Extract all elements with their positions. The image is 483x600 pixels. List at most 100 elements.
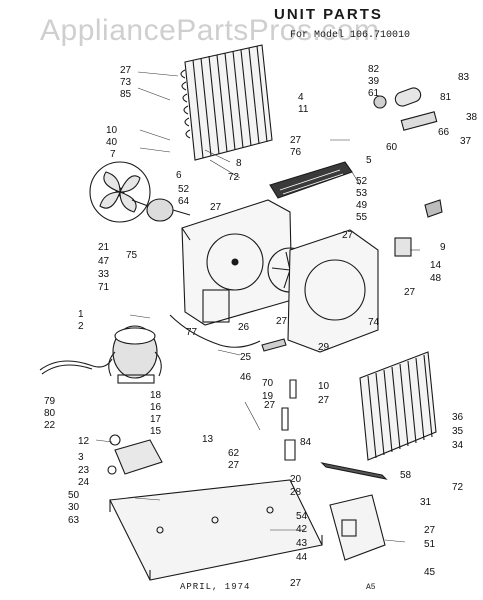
callout: 73 — [120, 77, 132, 88]
callout: 21 — [98, 242, 110, 253]
compressor-mount — [107, 434, 163, 475]
callout: 40 — [106, 137, 118, 148]
tubing — [281, 379, 297, 461]
callout: 27 — [318, 395, 330, 406]
callout: 48 — [430, 273, 442, 284]
callout: 7 — [110, 149, 116, 160]
control-knob — [373, 95, 387, 109]
callout: 13 — [202, 434, 214, 445]
callout: 83 — [458, 72, 470, 83]
callout: 39 — [368, 76, 380, 87]
callout: 5 — [366, 155, 372, 166]
base-pan — [109, 479, 323, 581]
callout: 75 — [126, 250, 138, 261]
callout: 47 — [98, 256, 110, 267]
partition-shroud — [181, 199, 293, 326]
callout: 51 — [424, 539, 436, 550]
callout: 84 — [300, 437, 312, 448]
callout: 62 — [228, 448, 240, 459]
callout: 11 — [298, 104, 309, 115]
callout: 58 — [400, 470, 412, 481]
callout: 27 — [424, 525, 436, 536]
callout: 27 — [290, 135, 302, 146]
callout: 30 — [68, 502, 80, 513]
callout: 50 — [68, 490, 80, 501]
evaporator-coil — [359, 351, 437, 461]
callout: 29 — [318, 342, 330, 353]
callout: 27 — [290, 578, 302, 589]
callout: 42 — [296, 524, 308, 535]
callout: 52 — [178, 184, 190, 195]
callout: 2 — [78, 321, 84, 332]
callout: 37 — [460, 136, 472, 147]
drain-trough — [320, 462, 388, 480]
leader-lines — [95, 71, 420, 543]
callout: 24 — [78, 477, 90, 488]
mounting-plate — [424, 199, 443, 218]
page-code: A5 — [366, 583, 376, 592]
callout: 20 — [290, 474, 302, 485]
callout: 63 — [68, 515, 80, 526]
callout: 49 — [356, 200, 368, 211]
callout: 38 — [466, 112, 478, 123]
callout-labels: 27 73 85 10 40 7 6 8 72 52 64 21 47 75 3… — [44, 64, 478, 589]
callout: 35 — [452, 426, 464, 437]
callout: 9 — [440, 242, 446, 253]
callout: 85 — [120, 89, 132, 100]
callout: 45 — [424, 567, 436, 578]
callout: 72 — [228, 172, 240, 183]
callout: 64 — [178, 196, 190, 207]
callout: 4 — [298, 92, 304, 103]
compressor — [108, 325, 162, 384]
watermark: AppliancePartsPros.com — [40, 14, 380, 47]
callout: 19 — [262, 391, 274, 402]
power-cord — [39, 358, 113, 375]
callout: 22 — [44, 420, 56, 431]
callout: 77 — [186, 327, 198, 338]
callout: 61 — [368, 88, 380, 99]
callout: 27 — [404, 287, 416, 298]
callout: 10 — [318, 381, 330, 392]
callout: 27 — [264, 400, 276, 411]
callout: 27 — [228, 460, 240, 471]
callout: 8 — [236, 158, 242, 169]
page-title: UNIT PARTS — [274, 6, 383, 23]
callout: 26 — [238, 322, 250, 333]
callout: 1 — [78, 309, 84, 320]
callout: 74 — [368, 317, 380, 328]
thermostat — [400, 111, 438, 131]
discharge-grille — [269, 161, 353, 199]
callout: 81 — [440, 92, 452, 103]
callout: 34 — [452, 440, 464, 451]
control-bracket — [329, 494, 386, 561]
callout: 16 — [150, 402, 162, 413]
callout: 55 — [356, 212, 368, 223]
callout: 66 — [438, 127, 450, 138]
publication-date: APRIL, 1974 — [180, 582, 251, 592]
callout: 72 — [452, 482, 464, 493]
condenser-coil — [180, 44, 273, 161]
seal-strip — [261, 338, 287, 352]
wire-harness — [169, 314, 261, 348]
callout: 3 — [78, 452, 84, 463]
callout: 27 — [276, 316, 288, 327]
callout: 70 — [262, 378, 274, 389]
callout: 15 — [150, 426, 162, 437]
condenser-fan-blade — [89, 161, 151, 223]
callout: 10 — [106, 125, 118, 136]
callout: 31 — [420, 497, 432, 508]
callout: 12 — [78, 436, 90, 447]
callout: 36 — [452, 412, 464, 423]
callout: 52 — [356, 176, 368, 187]
callout: 53 — [356, 188, 368, 199]
relay — [394, 237, 412, 257]
callout: 71 — [98, 282, 110, 293]
callout: 6 — [176, 170, 182, 181]
callout: 25 — [240, 352, 252, 363]
callout: 17 — [150, 414, 162, 425]
capacitor — [394, 87, 422, 107]
blower-housing — [287, 229, 379, 353]
callout: 28 — [290, 487, 302, 498]
